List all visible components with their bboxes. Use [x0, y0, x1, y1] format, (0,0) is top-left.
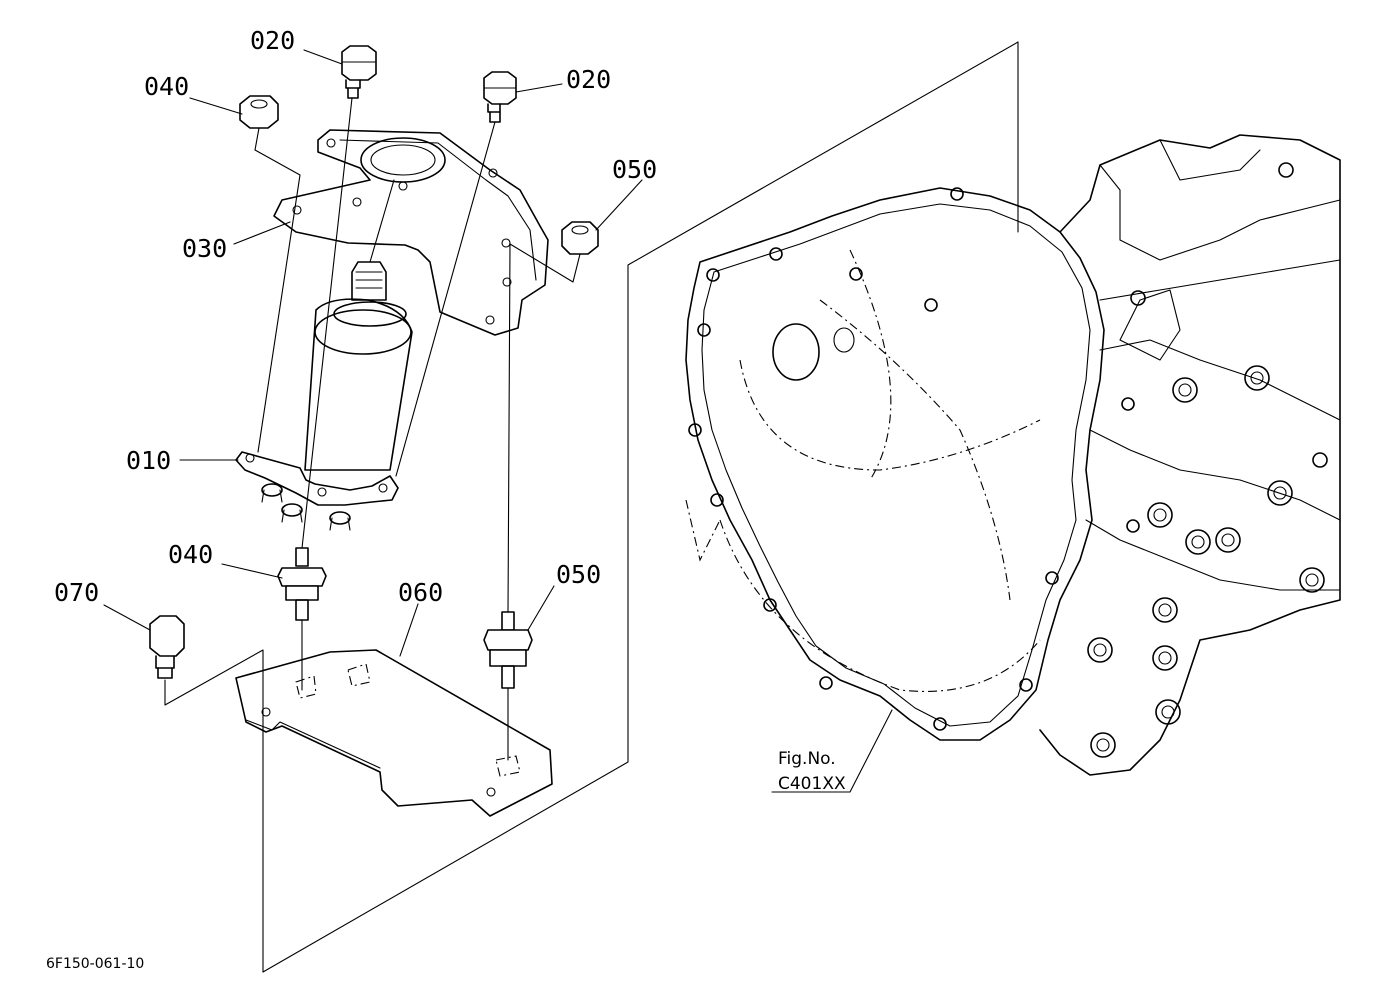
- bolt-070: [149, 615, 185, 679]
- base-plate-060: [235, 649, 553, 817]
- callout-stud-left: 040: [168, 540, 213, 569]
- callout-bolt-lower: 070: [54, 578, 99, 607]
- callout-bolt-right: 020: [566, 65, 611, 94]
- callout-bolt-top: 020: [250, 26, 295, 55]
- bolt-020-top: [341, 45, 377, 99]
- callout-stud-right: 050: [556, 560, 601, 589]
- callout-base-plate: 060: [398, 578, 443, 607]
- gearbox-ports: [1087, 162, 1328, 758]
- leader-lines: [103, 49, 893, 793]
- callout-starter-motor: 010: [126, 446, 171, 475]
- callout-labels: 020 020 040 050 030 010 040 050 060 070: [54, 26, 657, 607]
- callout-nut-right: 050: [612, 155, 657, 184]
- callout-bracket: 030: [182, 234, 227, 263]
- drawing-number: 6F150-061-10: [46, 956, 144, 972]
- assembly-lines: [254, 97, 581, 761]
- stud-040-right: [483, 611, 533, 689]
- transmission-housing: [685, 134, 1341, 776]
- fig-no-code: C401XX: [778, 774, 846, 794]
- bracket-030: [273, 129, 549, 336]
- figure-reference: Fig.No. C401XX: [778, 749, 846, 794]
- callout-nut-left: 040: [144, 72, 189, 101]
- housing-bolt-holes: [688, 187, 1140, 731]
- bolt-020-right: [483, 71, 517, 123]
- starter-motor-010: [235, 261, 413, 531]
- nut-050-right: [561, 221, 599, 255]
- exploded-frame: [164, 41, 1019, 973]
- fig-no-label: Fig.No.: [778, 749, 836, 769]
- stud-040-left: [277, 547, 327, 621]
- nut-050-left: [239, 95, 279, 129]
